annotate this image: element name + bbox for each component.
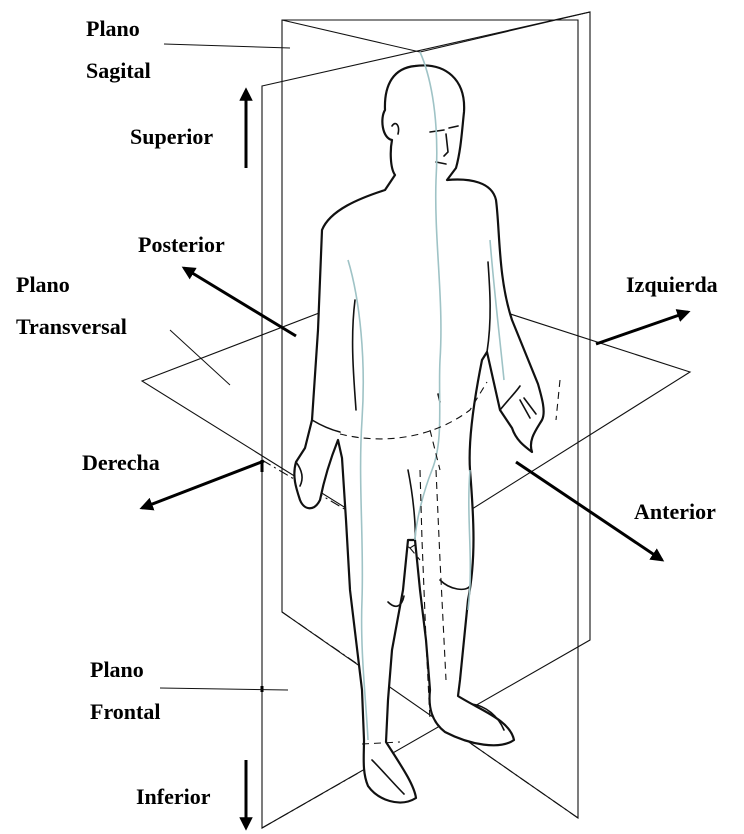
posterior-arrow	[184, 268, 296, 336]
sagittal-plane-label-line1: Plano	[86, 16, 140, 41]
left-arrow	[596, 312, 688, 344]
sagittal-plane-label-line2: Sagital	[86, 58, 151, 83]
superior-label: Superior	[130, 124, 213, 149]
human-figure	[294, 52, 543, 802]
posterior-label: Posterior	[138, 232, 225, 257]
right-label: Derecha	[82, 450, 160, 475]
frontal-plane-label-line1: Plano	[90, 657, 144, 682]
transverse-plane-label-line1: Plano	[16, 272, 70, 297]
transverse-plane-label-line2: Transversal	[16, 314, 127, 339]
transverse-leader	[170, 330, 230, 385]
anterior-label: Anterior	[634, 499, 716, 524]
body-silhouette	[294, 65, 543, 802]
inferior-label: Inferior	[136, 784, 211, 809]
right-arrow	[142, 461, 264, 508]
frontal-plane-label-line2: Frontal	[90, 699, 160, 724]
frontal-leader	[160, 688, 288, 690]
left-label: Izquierda	[626, 272, 718, 297]
sagittal-leader	[164, 44, 290, 48]
